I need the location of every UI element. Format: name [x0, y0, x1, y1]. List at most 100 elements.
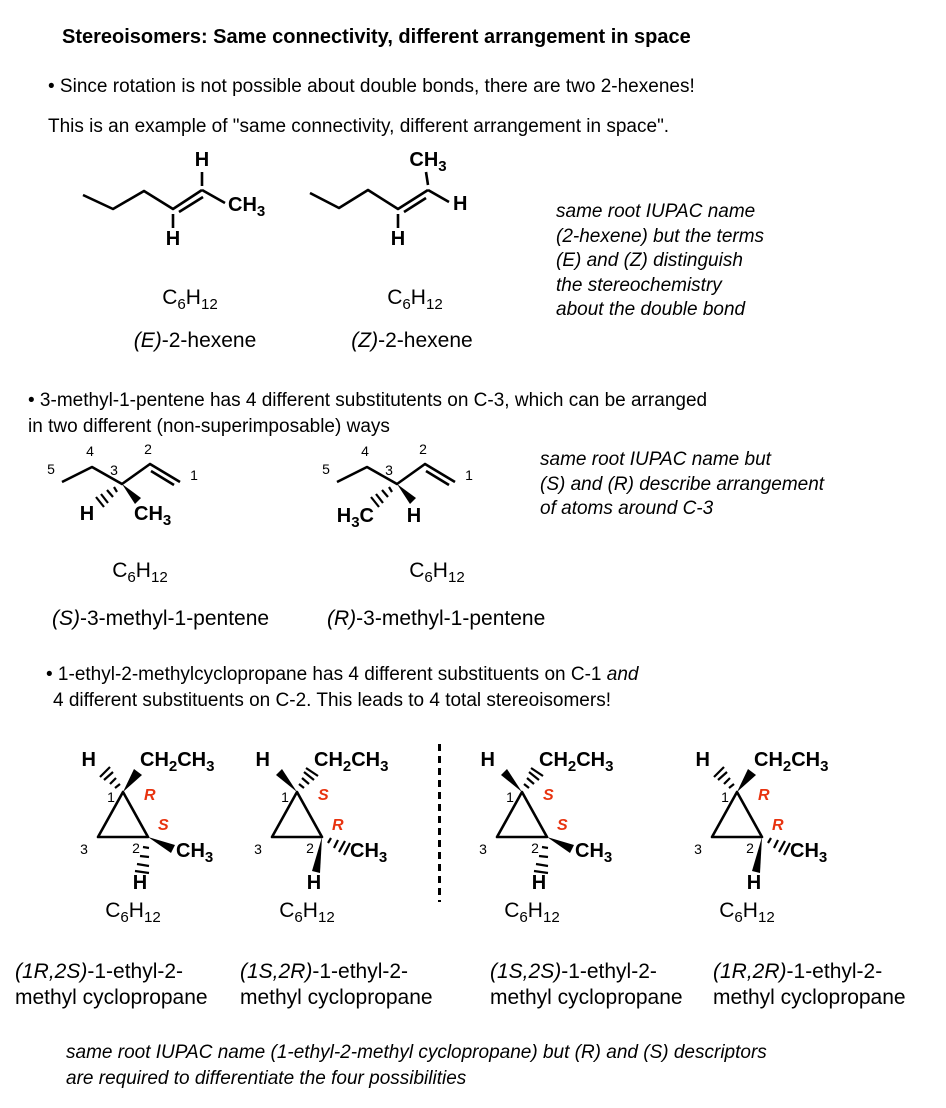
carbon-number: 1 [190, 467, 198, 483]
h-label: H [407, 505, 421, 527]
note-line: same root IUPAC name [556, 201, 756, 222]
carbon-number: 2 [144, 441, 152, 457]
note-line: (2-hexene) but the terms [556, 225, 765, 247]
ethyl-label: CH2CH3 [314, 749, 388, 775]
carbon-number: 2 [746, 840, 754, 856]
ch3-label: CH3 [176, 840, 213, 866]
h-label: H [696, 749, 710, 771]
skeleton-bonds [336, 462, 456, 487]
c1-stereo-descriptor: S [318, 787, 329, 804]
h-label: H [307, 872, 321, 894]
bullet-line: • 1-ethyl-2-methylcyclopropane has 4 dif… [46, 664, 639, 685]
section-divider [438, 744, 441, 902]
note-line: the stereochemistry [556, 274, 722, 296]
carbon-number: 4 [86, 443, 94, 459]
carbon-number: 5 [47, 461, 55, 477]
hash-wedge [134, 845, 150, 875]
molecular-formula: C6H12 [387, 286, 443, 314]
structure-1r2r-cyclopropane: 1 2 3 R R H CH2CH3 CH3 H [694, 749, 828, 894]
iupac-name-1s2s: (1S,2S)-1-ethyl-2- methyl cyclopropane [490, 960, 683, 1009]
carbon-number: 1 [721, 789, 729, 805]
carbon-number: 3 [385, 462, 393, 478]
h-label: H [166, 228, 180, 250]
note-line: same root IUPAC name but [540, 449, 771, 470]
pentene-bullet: • 3-methyl-1-pentene has 4 different sub… [28, 388, 707, 440]
h-label: H [256, 749, 270, 771]
molecular-formula: C6H12 [112, 559, 168, 587]
iupac-name-1r2s: (1R,2S)-1-ethyl-2- methyl cyclopropane [15, 960, 208, 1009]
carbon-number: 2 [531, 840, 539, 856]
iupac-name-1s2r: (1S,2R)-1-ethyl-2- methyl cyclopropane [240, 960, 433, 1009]
note-line: about the double bond [556, 299, 746, 320]
hash-wedge [370, 486, 393, 508]
h-label: H [747, 872, 761, 894]
carbon-number: 3 [254, 841, 262, 857]
structure-e-2-hexene: H CH3 H [82, 149, 265, 250]
hash-wedge [95, 486, 118, 508]
solid-wedge [148, 837, 175, 853]
solid-wedge [752, 837, 762, 873]
carbon-number: 3 [110, 462, 118, 478]
structure-1r2s-cyclopropane: 1 2 3 R S H CH2CH3 CH3 H [80, 749, 214, 894]
hash-wedge [99, 766, 121, 789]
solid-wedge [737, 769, 756, 792]
structure-1s2r-cyclopropane: 1 2 3 S R H CH2CH3 CH3 H [254, 749, 388, 894]
solid-wedge [312, 837, 322, 873]
h-label: H [532, 872, 546, 894]
ch3-label: CH3 [350, 840, 387, 866]
hash-wedge [713, 766, 735, 789]
h-label: H [195, 149, 209, 171]
molecular-formula: C6H12 [719, 899, 775, 927]
h-label: H [453, 193, 467, 215]
ch3-label: CH3 [228, 194, 265, 220]
ch3-label: CH3 [790, 840, 827, 866]
ethyl-label: CH2CH3 [140, 749, 214, 775]
solid-wedge [501, 769, 522, 792]
ethyl-label: CH2CH3 [754, 749, 828, 775]
structure-1s2s-cyclopropane: 1 2 3 S S H CH2CH3 CH3 H [479, 749, 613, 894]
molecular-formula: C6H12 [162, 286, 218, 314]
c1-stereo-descriptor: R [758, 787, 770, 804]
structure-z-2-hexene: CH3 H H [309, 149, 467, 250]
c2-stereo-descriptor: R [772, 817, 784, 834]
carbon-number: 1 [465, 467, 473, 483]
molecular-formula: C6H12 [279, 899, 335, 927]
ch3-label: CH3 [409, 149, 446, 175]
page-title: Stereoisomers: Same connectivity, differ… [62, 26, 691, 48]
c2-stereo-descriptor: S [158, 817, 169, 834]
solid-wedge [122, 484, 141, 504]
molecular-formula: C6H12 [409, 559, 465, 587]
iupac-name-s-pentene: (S)-3-methyl-1-pentene [52, 607, 270, 630]
solid-wedge [397, 484, 416, 504]
hash-wedge [533, 845, 549, 875]
solid-wedge [547, 837, 574, 853]
carbon-number: 2 [132, 840, 140, 856]
carbon-number: 1 [281, 789, 289, 805]
iupac-name-e-2-hexene: (E)-2-hexene [133, 329, 257, 352]
note-line: same root IUPAC name (1-ethyl-2-methyl c… [66, 1042, 767, 1063]
carbon-number: 1 [107, 789, 115, 805]
ring-bonds [270, 790, 324, 839]
ch3-label: CH3 [134, 503, 171, 529]
cyclopropane-footnote: same root IUPAC name (1-ethyl-2-methyl c… [66, 1040, 767, 1092]
note-line: are required to differentiate the four p… [66, 1068, 467, 1089]
ring-bonds [96, 790, 150, 839]
iupac-name-r-pentene: (R)-3-methyl-1-pentene [327, 607, 546, 630]
carbon-number: 3 [80, 841, 88, 857]
solid-wedge [276, 769, 297, 792]
note-line: of atoms around C-3 [540, 498, 714, 519]
carbon-number: 1 [506, 789, 514, 805]
skeleton-bonds [309, 171, 450, 228]
ring-bonds [710, 790, 764, 839]
skeleton-bonds [61, 462, 181, 487]
h3c-label: H3C [337, 505, 374, 531]
c1-stereo-descriptor: S [543, 787, 554, 804]
bullet-line: in two different (non-superimposable) wa… [28, 416, 390, 437]
carbon-number: 5 [322, 461, 330, 477]
c1-stereo-descriptor: R [144, 787, 156, 804]
h-label: H [481, 749, 495, 771]
hash-wedge [327, 837, 351, 856]
hexene-bullet: • Since rotation is not possible about d… [48, 76, 695, 97]
hash-wedge [767, 837, 791, 856]
